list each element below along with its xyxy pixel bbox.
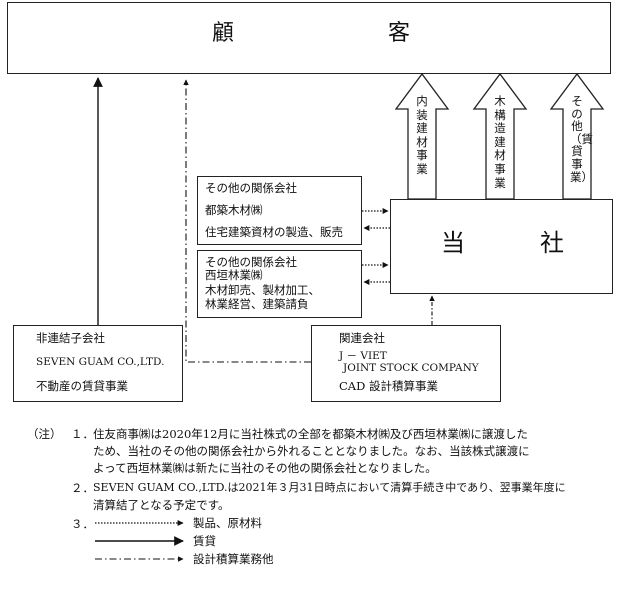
related-name-2: JOINT STOCK COMPANY: [343, 362, 479, 374]
other-related-company-2-business-1: 木材卸売、製材加工、: [205, 283, 320, 297]
note-2-number: ２．: [71, 481, 94, 495]
note-1-number: １．: [71, 427, 94, 441]
unconsolidated-name: SEVEN GUAM CO.,LTD.: [36, 356, 165, 368]
legend-products-label: 製品、原材料: [193, 516, 262, 530]
note-3-number: ３．: [71, 517, 94, 531]
unconsolidated-business: 不動産の賃貸事業: [36, 379, 128, 393]
hollow-arrow-interior: [394, 72, 450, 200]
customer-box: [7, 2, 611, 74]
other-related-company-2-title: その他の関係会社: [205, 255, 297, 269]
related-business: CAD 設計積算事業: [339, 379, 438, 393]
note-1-line-2: ため、当社のその他の関係会社から外れることとなりました。なお、当該株式譲渡に: [93, 444, 530, 458]
other-related-company-2-name: 西垣林業㈱: [205, 268, 263, 282]
customer-char1: 顧: [212, 21, 237, 46]
other-related-company-2-business-2: 林業経営、建築請負: [205, 297, 309, 311]
legend-design-label: 設計積算業務他: [193, 552, 274, 566]
note-1-line-1: 住友商事㈱は2020年12月に当社株式の全部を都築木材㈱及び西垣林業㈱に譲渡した: [93, 427, 528, 441]
unconsolidated-title: 非連結子会社: [36, 331, 105, 345]
related-title: 関連会社: [339, 331, 385, 345]
hollow-arrow-structural: [472, 72, 528, 200]
legend-lease-label: 賃貸: [193, 534, 216, 548]
other-related-company-1-business: 住宅建築資材の製造、販売: [205, 225, 343, 239]
arrow-label-structural: 木構造建材事業: [494, 94, 506, 190]
other-related-company-1-box: [197, 176, 362, 245]
other-related-company-2-box: [197, 250, 362, 318]
related-name-1: J － VIET: [339, 350, 387, 362]
related-company-box: [311, 325, 501, 402]
note-1-line-3: よって西垣林業㈱は新たに当社のその他の関係会社となりました。: [93, 461, 437, 475]
hollow-arrow-other: [549, 72, 605, 200]
customer-char2: 客: [388, 21, 413, 46]
note-2-line-1: SEVEN GUAM CO.,LTD.は2021年３月31日時点において清算手続…: [93, 481, 566, 494]
notes-prefix: （注）: [27, 427, 62, 441]
other-related-company-1-name: 都築木材㈱: [205, 203, 263, 217]
arrow-label-other: その他（賃貸事業）: [570, 94, 593, 184]
unconsolidated-subsidiary-box: [13, 325, 183, 402]
arrow-label-interior: 内装建材事業: [416, 94, 428, 176]
company-box: [390, 199, 613, 294]
other-related-company-1-title: その他の関係会社: [205, 181, 297, 195]
note-2-line-2: 清算結了となる予定です。: [93, 498, 230, 512]
